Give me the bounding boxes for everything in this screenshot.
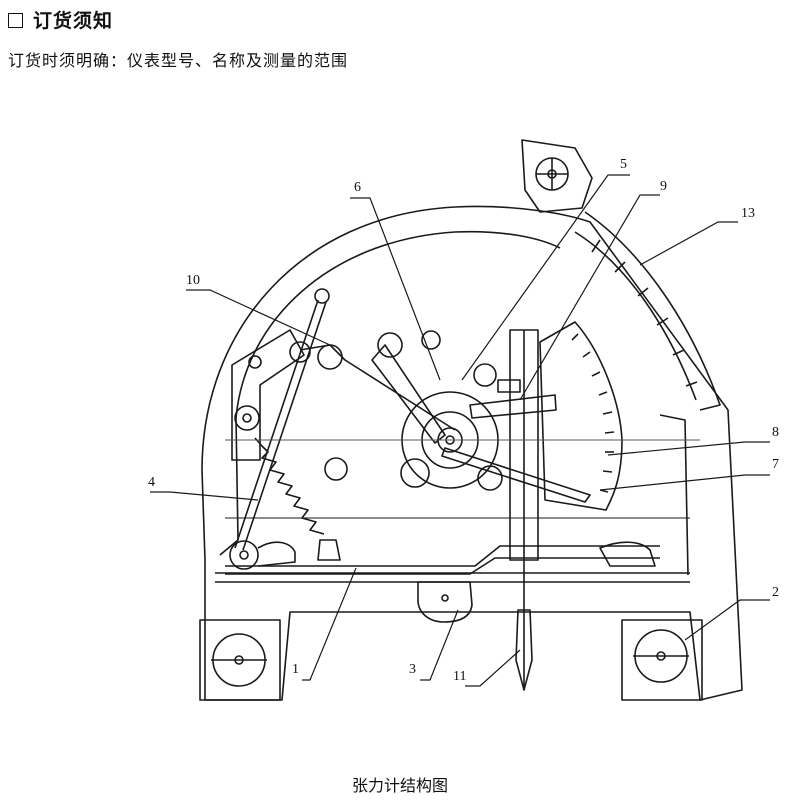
- housing-inner-left: [219, 417, 239, 556]
- checkbox-icon: [8, 12, 23, 28]
- scale-arc-outer: [584, 211, 721, 411]
- bottom-bracket: [417, 581, 473, 623]
- callout-11: 11: [453, 669, 466, 684]
- base-block-left: [199, 619, 281, 701]
- section-title: 订货须知: [8, 6, 113, 33]
- pointer-needle: [441, 447, 591, 503]
- pointer-rod-tip: [515, 609, 533, 691]
- roller-1: [229, 540, 259, 570]
- callout-2: 2: [772, 585, 779, 600]
- tension-spring: [254, 437, 325, 535]
- tension-rod: [234, 299, 319, 549]
- section-title-text: 订货须知: [33, 10, 114, 32]
- left-frame-plate: [231, 329, 305, 461]
- housing-outline: [201, 205, 743, 701]
- callout-5: 5: [620, 157, 627, 172]
- callout-13: 13: [741, 206, 755, 221]
- lower-beam: [225, 545, 660, 567]
- callout-7: 7: [772, 457, 779, 472]
- callout-10: 10: [186, 273, 200, 288]
- top-mount-lug: [521, 139, 593, 213]
- diagram-caption: 张力计结构图: [351, 776, 448, 795]
- callout-4: 4: [148, 475, 155, 490]
- callout-3: 3: [409, 662, 416, 677]
- callout-9: 9: [660, 179, 667, 194]
- gauge-dial: [539, 321, 623, 511]
- scale-arc-inner: [574, 231, 697, 401]
- callout-6: 6: [354, 180, 361, 195]
- gauge-dial-ticks: [571, 333, 615, 493]
- callout-1: 1: [292, 662, 299, 677]
- base-block-right: [621, 619, 703, 701]
- ordering-note: 订货时须明确：仪表型号、名称及测量的范围: [8, 51, 349, 70]
- scale-arc-ticks: [591, 239, 698, 387]
- callout-8: 8: [772, 425, 779, 440]
- lever-6: [371, 344, 446, 444]
